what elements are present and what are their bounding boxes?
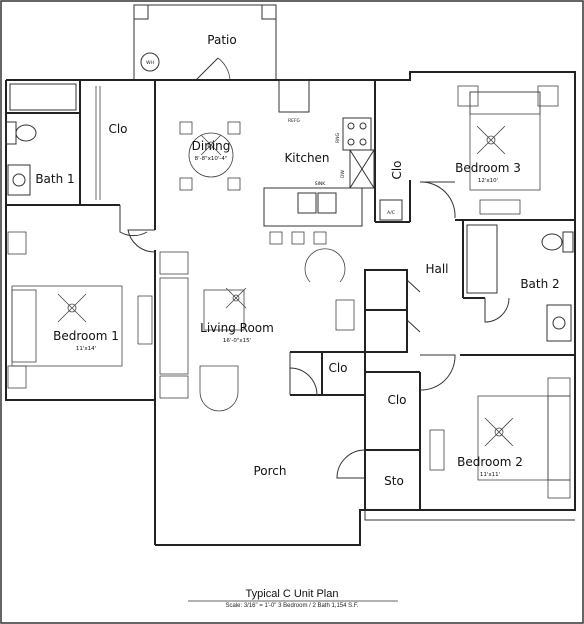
outer-walls xyxy=(5,71,576,546)
bedroom-3-dimensions: 12'x10' xyxy=(478,178,498,184)
sink-icon xyxy=(552,316,566,330)
bedroom-1-dimensions: 11'x14' xyxy=(76,346,96,352)
room-label-closet-1: Clo xyxy=(108,122,127,136)
room-label-closet-bedroom-2: Clo xyxy=(387,393,406,407)
range-icon xyxy=(342,117,372,151)
room-label-porch: Porch xyxy=(253,464,286,478)
room-label-bath-2: Bath 2 xyxy=(520,277,559,291)
room-label-storage: Sto xyxy=(384,474,404,488)
sink-icon xyxy=(12,173,26,187)
room-label-living-room: Living Room xyxy=(200,321,274,335)
toilet-icon xyxy=(15,124,37,142)
ac-unit-icon xyxy=(379,199,403,221)
bathtub-icon xyxy=(466,224,498,294)
room-label-bath-1: Bath 1 xyxy=(35,172,74,186)
dining-table-icon xyxy=(188,132,234,178)
room-label-bedroom-2: Bedroom 2 xyxy=(457,455,523,469)
room-label-closet-living: Clo xyxy=(328,361,347,375)
label-dishwasher: DW xyxy=(340,169,346,177)
plan-subtitle: Scale: 3/16" = 1'-0" 3 Bedroom / 2 Bath … xyxy=(225,603,359,609)
refrigerator-icon xyxy=(278,79,310,113)
room-label-hall: Hall xyxy=(425,262,448,276)
furniture xyxy=(7,85,571,499)
living-room-dimensions: 16'-0"x15' xyxy=(223,338,251,344)
sofa-icon xyxy=(159,277,189,375)
room-label-closet-kitchen: Clo xyxy=(390,160,404,179)
armchair-icon xyxy=(199,365,239,412)
label-range: RNG xyxy=(335,132,341,142)
label-refrigerator: REFG xyxy=(288,118,301,124)
bed-icon xyxy=(11,285,123,367)
room-label-patio: Patio xyxy=(207,33,236,47)
label-wh: WH xyxy=(146,60,154,66)
bedroom-2-dimensions: 11'x11' xyxy=(480,472,500,478)
patio-area xyxy=(133,4,277,81)
room-label-kitchen: Kitchen xyxy=(284,151,329,165)
fixtures xyxy=(5,79,574,342)
toilet-icon xyxy=(541,233,563,251)
doors xyxy=(119,181,575,521)
room-label-dining: Dining xyxy=(192,139,231,153)
plan-title: Typical C Unit Plan xyxy=(245,588,339,600)
label-ac: A/C xyxy=(387,210,395,216)
label-sink: SINK xyxy=(315,181,327,187)
bed-icon xyxy=(469,91,541,191)
interior-walls xyxy=(6,80,575,510)
water-heater-icon xyxy=(140,52,160,72)
room-label-bedroom-3: Bedroom 3 xyxy=(455,161,521,175)
bathtub-icon xyxy=(9,83,77,111)
room-label-bedroom-1: Bedroom 1 xyxy=(53,329,119,343)
dining-dimensions: 8'-8"x10'-4" xyxy=(195,156,228,162)
